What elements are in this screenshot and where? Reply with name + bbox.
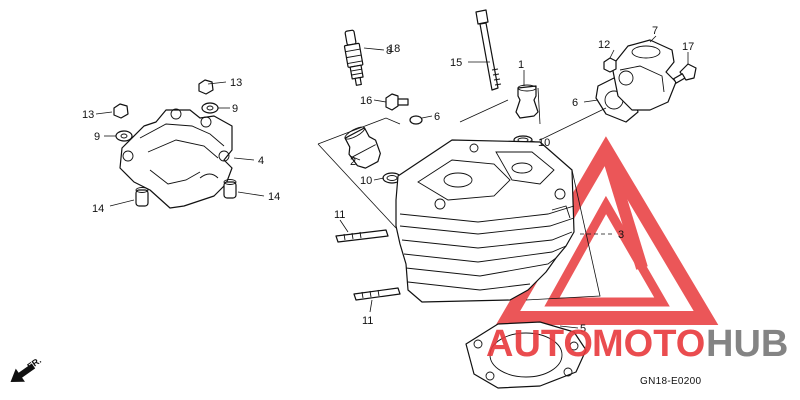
callout-15: 15 (450, 57, 462, 69)
nut-13-right (198, 79, 214, 95)
drawing-code: GN18-E0200 (640, 376, 702, 387)
stud-11-upper (335, 229, 389, 243)
stud-11-lower (353, 287, 401, 301)
callout-18: 18 (388, 43, 400, 55)
leader-lines (95, 35, 689, 329)
callout-1: 1 (518, 59, 524, 71)
valve-guide-1 (515, 84, 539, 119)
callout-16: 16 (360, 95, 372, 107)
callout-6-intake: 6 (572, 97, 578, 109)
front-direction-indicator: FR. (10, 355, 43, 383)
callout-13-right: 13 (230, 77, 242, 89)
callout-5: 5 (580, 323, 586, 335)
callout-labels: 1 2 3 4 5 6 6 7 8 9 9 10 10 11 11 12 13 … (82, 25, 694, 335)
bolt-17 (673, 63, 697, 84)
callout-11-lower: 11 (362, 315, 373, 327)
watermark-text-auto: AUTO (486, 323, 593, 365)
nut-12 (603, 57, 617, 73)
callout-11-upper: 11 (334, 209, 345, 221)
assembly-outline (317, 87, 607, 301)
watermark-text-hub: HUB (706, 323, 788, 365)
callout-13-left: 13 (82, 109, 94, 121)
callout-17: 17 (682, 41, 694, 53)
callout-14-left: 14 (92, 203, 104, 215)
stud-bolt-long (475, 9, 502, 91)
dowel-pin-14-left (135, 187, 149, 207)
callout-10-upper: 10 (538, 137, 550, 149)
callout-12: 12 (598, 39, 610, 51)
callout-2: 2 (350, 156, 356, 168)
callout-4: 4 (258, 155, 264, 167)
cylinder-head (395, 139, 575, 303)
callout-10-lower: 10 (360, 175, 372, 187)
washer-8 (409, 115, 423, 125)
dowel-pin-14-right (223, 179, 237, 199)
callout-9-right: 9 (232, 103, 238, 115)
front-arrow-icon (10, 363, 36, 383)
nut-13-left (113, 103, 129, 119)
watermark-text: AUTO MOTO HUB (486, 323, 788, 365)
washer-9-left (115, 130, 133, 142)
spark-plug (343, 29, 364, 86)
head-gasket (465, 321, 587, 389)
bolt-16 (385, 93, 409, 111)
valve-guide-2 (344, 126, 381, 169)
callout-14-right: 14 (268, 191, 280, 203)
callout-6-washer: 6 (434, 111, 440, 123)
callout-9-left: 9 (94, 131, 100, 143)
rocker-arm-holder (119, 108, 233, 209)
callout-7: 7 (652, 25, 658, 37)
washer-9-right (201, 102, 219, 114)
callout-3: 3 (618, 229, 624, 241)
callout-8: 8 (386, 45, 392, 57)
watermark-text-moto: MOTO (592, 323, 705, 365)
intake-manifold-7 (611, 39, 677, 111)
